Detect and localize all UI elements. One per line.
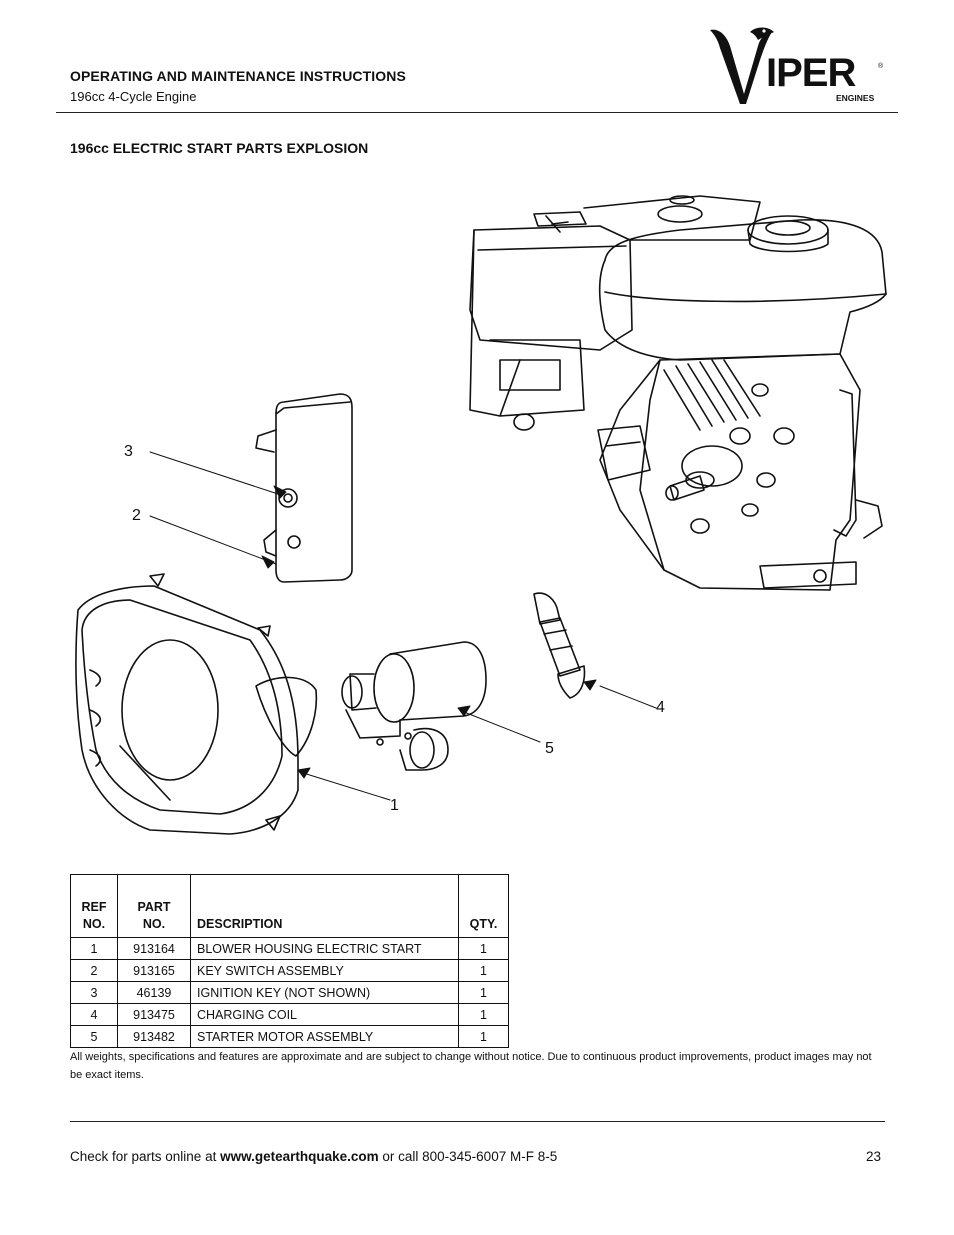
header-part-no: PART NO. — [117, 874, 191, 938]
document-title: OPERATING AND MAINTENANCE INSTRUCTIONS — [70, 68, 406, 84]
blower-housing-illustration — [75, 573, 318, 835]
callout-1: 1 — [390, 797, 399, 814]
engine-illustration — [469, 195, 887, 591]
cell-qty: 1 — [458, 981, 509, 1004]
cell-ref: 2 — [70, 959, 118, 982]
cell-part-no: 913164 — [117, 937, 191, 960]
table-header-row: REF NO. PART NO. DESCRIPTION QTY. — [70, 874, 509, 938]
cell-ref: 5 — [70, 1025, 118, 1048]
cell-description: KEY SWITCH ASSEMBLY — [190, 959, 459, 982]
cell-description: CHARGING COIL — [190, 1003, 459, 1026]
footer-divider — [70, 1121, 885, 1122]
callout-4: 4 — [656, 699, 665, 716]
document-subtitle: 196cc 4-Cycle Engine — [70, 89, 197, 104]
key-switch-illustration — [255, 393, 353, 583]
header-ref-no: REF NO. — [70, 874, 118, 938]
callout-3: 3 — [124, 443, 133, 460]
table-row: 4 913475 CHARGING COIL 1 — [70, 1003, 509, 1026]
cell-qty: 1 — [458, 1003, 509, 1026]
header-part-line1: PART — [137, 900, 171, 914]
footer-website-link[interactable]: www.getearthquake.com — [220, 1149, 379, 1164]
cell-qty: 1 — [458, 1025, 509, 1048]
header-qty: QTY. — [458, 874, 509, 938]
callout-2: 2 — [132, 507, 141, 524]
disclaimer-text: All weights, specifications and features… — [70, 1051, 872, 1081]
parts-table: REF NO. PART NO. DESCRIPTION QTY. 1 9131… — [70, 874, 509, 1048]
footer-contact: Check for parts online at www.getearthqu… — [70, 1149, 557, 1164]
table-row: 3 46139 IGNITION KEY (NOT SHOWN) 1 — [70, 981, 509, 1004]
footer-suffix: or call 800-345-6007 M-F 8-5 — [378, 1149, 558, 1164]
footer-prefix: Check for parts online at — [70, 1149, 221, 1164]
leader-lines — [149, 451, 657, 801]
header-ref-line1: REF — [81, 900, 107, 914]
cell-description: BLOWER HOUSING ELECTRIC START — [190, 937, 459, 960]
header-description: DESCRIPTION — [190, 874, 459, 938]
section-title: 196cc ELECTRIC START PARTS EXPLOSION — [70, 140, 369, 156]
svg-text:ENGINES: ENGINES — [836, 93, 875, 103]
cell-description: IGNITION KEY (NOT SHOWN) — [190, 981, 459, 1004]
header-divider — [56, 112, 898, 113]
cell-part-no: 913482 — [117, 1025, 191, 1048]
header-part-line2: NO. — [142, 917, 166, 931]
cell-qty: 1 — [458, 959, 509, 982]
header-ref-line2: NO. — [82, 917, 106, 931]
table-row: 2 913165 KEY SWITCH ASSEMBLY 1 — [70, 959, 509, 982]
viper-logo: IPER ® ENGINES — [710, 27, 884, 104]
starter-motor-illustration — [341, 641, 487, 771]
svg-text:®: ® — [878, 62, 884, 70]
cell-part-no: 913165 — [117, 959, 191, 982]
charging-coil-illustration — [533, 592, 586, 699]
parts-explosion-diagram — [75, 195, 887, 835]
callout-5: 5 — [545, 740, 554, 757]
table-row: 1 913164 BLOWER HOUSING ELECTRIC START 1 — [70, 937, 509, 960]
cell-ref: 1 — [70, 937, 118, 960]
cell-part-no: 913475 — [117, 1003, 191, 1026]
svg-text:IPER: IPER — [766, 51, 856, 95]
cell-part-no: 46139 — [117, 981, 191, 1004]
table-row: 5 913482 STARTER MOTOR ASSEMBLY 1 — [70, 1025, 509, 1048]
page-number: 23 — [866, 1149, 882, 1164]
cell-ref: 3 — [70, 981, 118, 1004]
cell-ref: 4 — [70, 1003, 118, 1026]
cell-qty: 1 — [458, 937, 509, 960]
cell-description: STARTER MOTOR ASSEMBLY — [190, 1025, 459, 1048]
